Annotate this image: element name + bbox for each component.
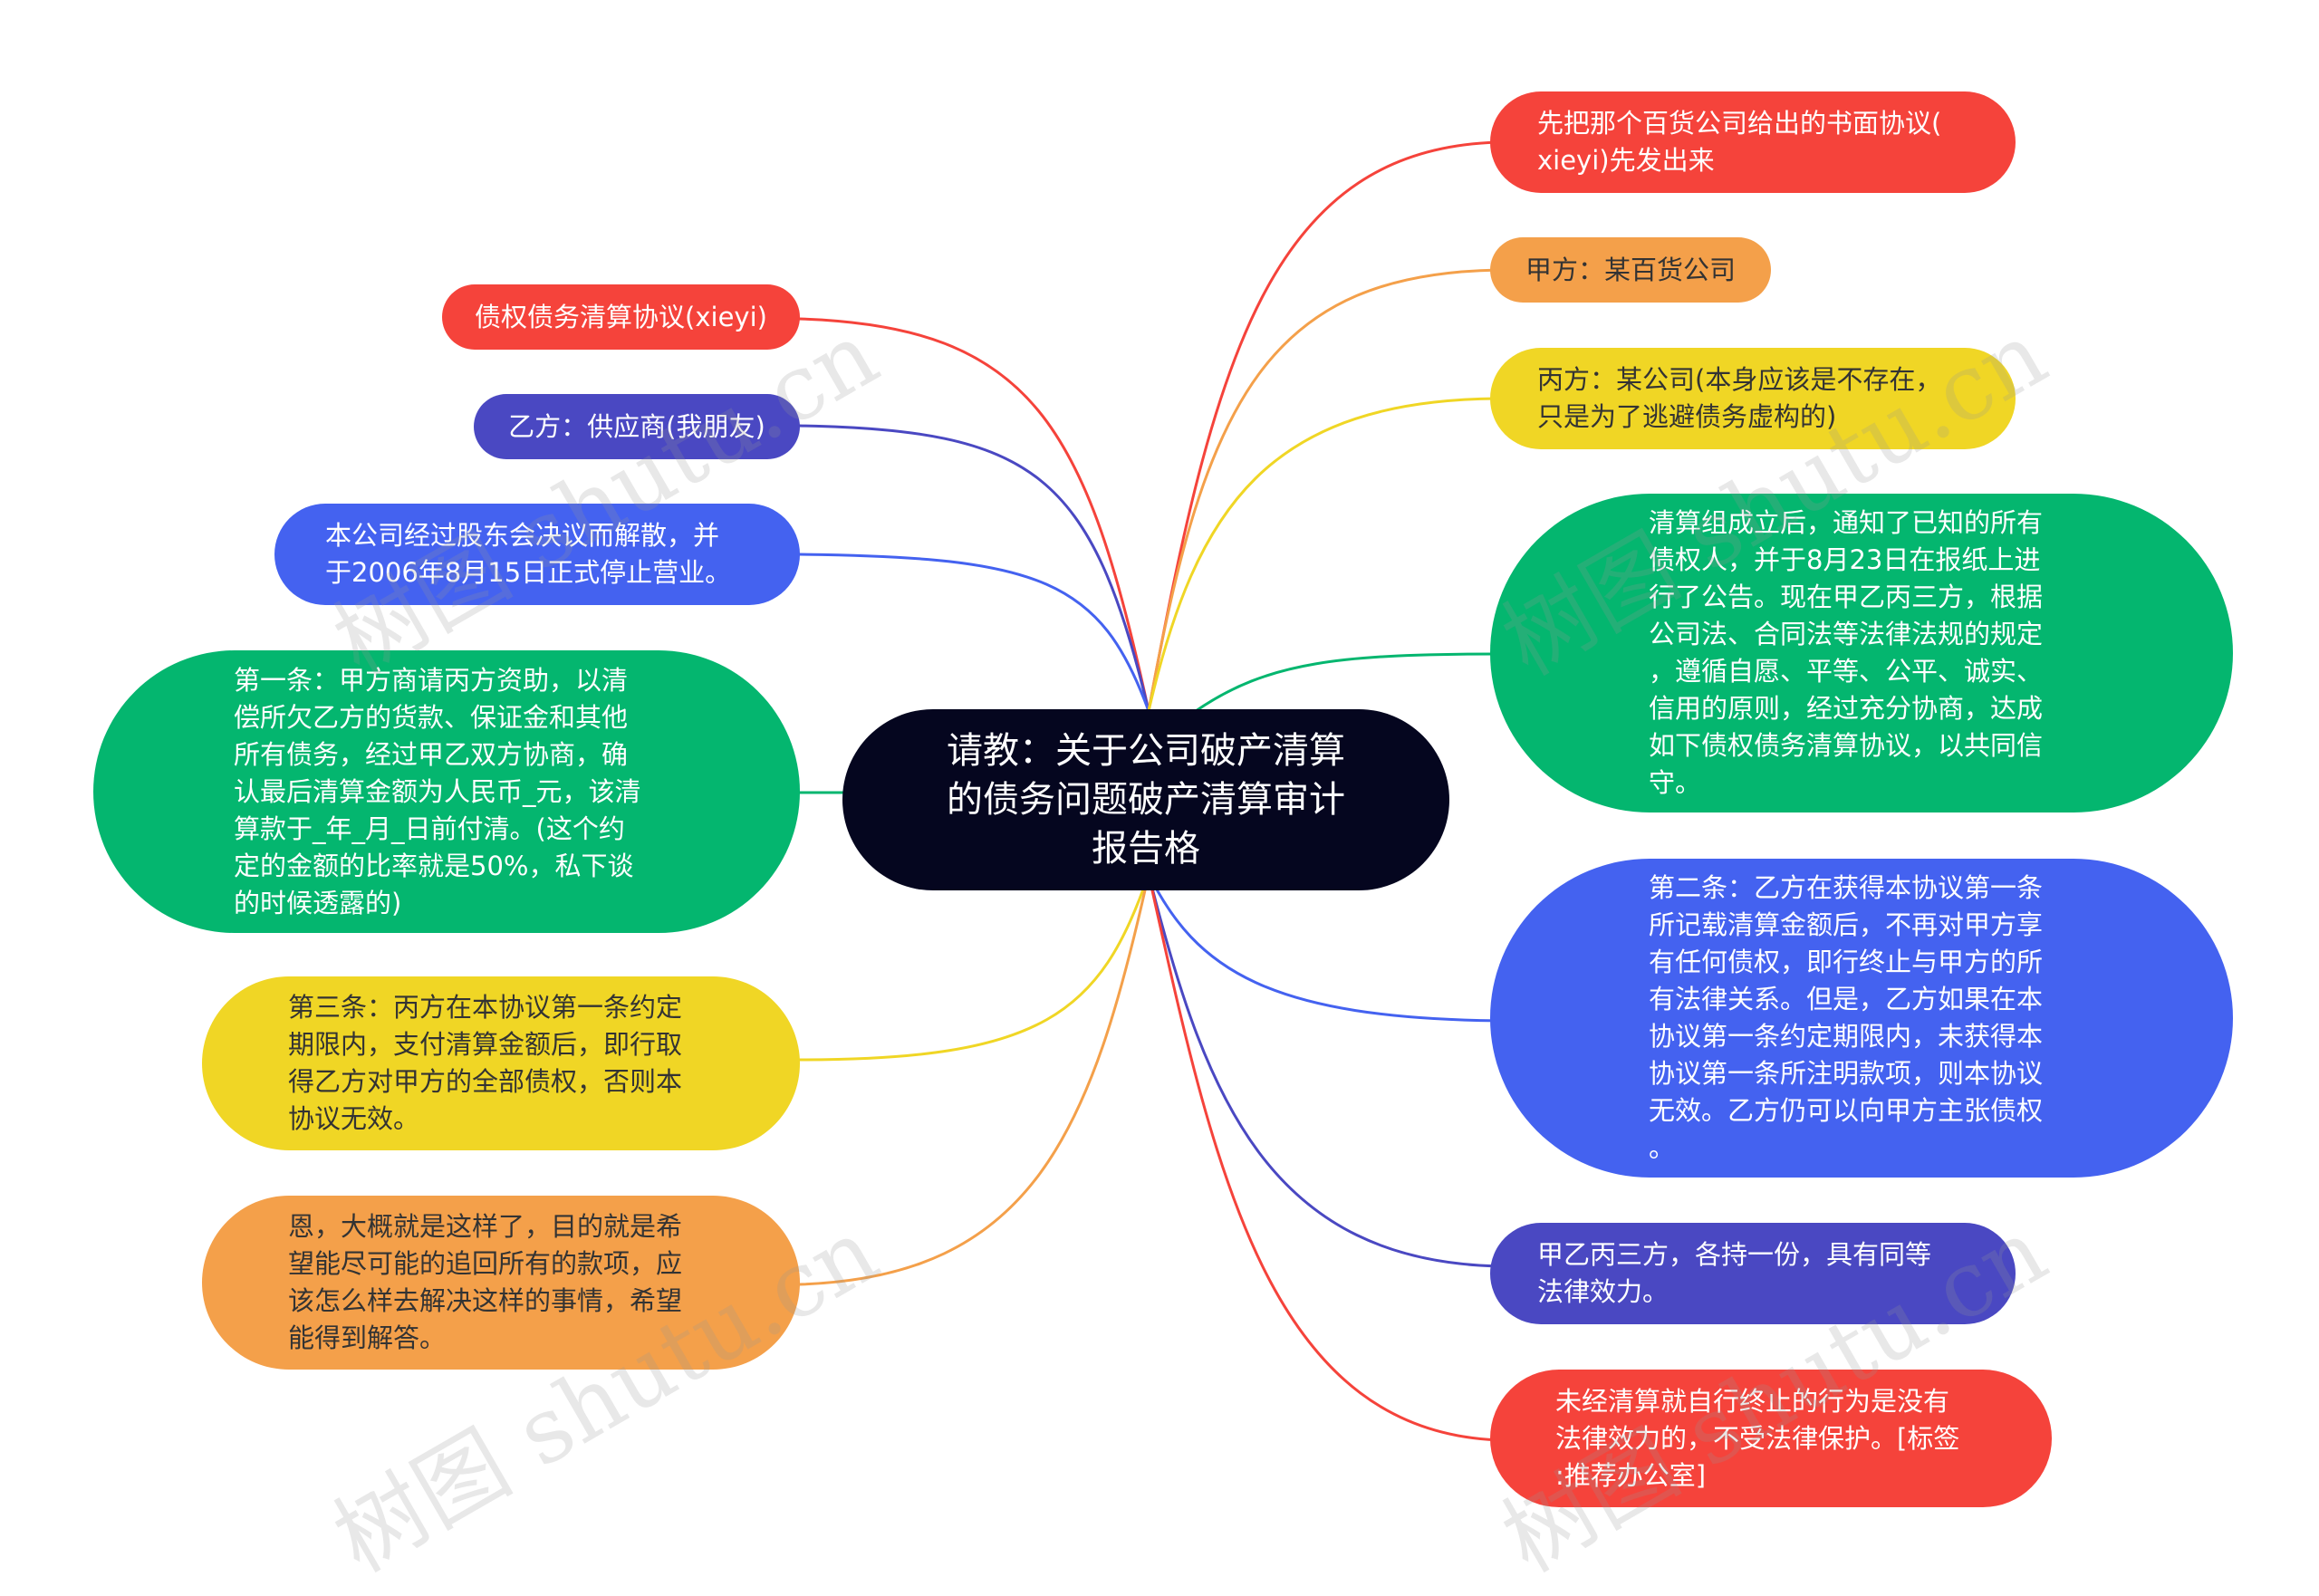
node-article-two-label: 第二条：乙方在获得本协议第一条 所记载清算金额后，不再对甲方享 有任何债权，即行…	[1649, 872, 2044, 1163]
node-copies[interactable]: 甲乙丙三方，各持一份，具有同等 法律效力。	[1490, 1223, 2016, 1324]
link-party-c	[1147, 397, 1505, 712]
node-party-a[interactable]: 甲方：某百货公司	[1490, 237, 1771, 303]
node-copies-label: 甲乙丙三方，各持一份，具有同等 法律效力。	[1537, 1239, 1932, 1307]
node-party-b-label: 乙方：供应商(我朋友)	[508, 410, 765, 442]
node-article-three[interactable]: 第三条：丙方在本协议第一条约定 期限内，支付清算金额后，即行取 得乙方对甲方的全…	[202, 976, 800, 1150]
link-party-a	[1147, 268, 1505, 712]
node-liquidation-group[interactable]: 清算组成立后，通知了已知的所有 债权人，并于8月23日在报纸上进 行了公告。现在…	[1490, 494, 2233, 812]
node-article-two[interactable]: 第二条：乙方在获得本协议第一条 所记载清算金额后，不再对甲方享 有任何债权，即行…	[1490, 859, 2233, 1178]
node-liquidation-group-label: 清算组成立后，通知了已知的所有 债权人，并于8月23日在报纸上进 行了公告。现在…	[1649, 507, 2044, 798]
central-topic[interactable]: 请教：关于公司破产清算 的债务问题破产清算审计 报告格	[842, 709, 1449, 890]
node-article-one[interactable]: 第一条：甲方商请丙方资助，以清 偿所欠乙方的货款、保证金和其他 所有债务，经过甲…	[93, 650, 800, 933]
link-termination-note	[1147, 873, 1505, 1442]
link-article-three	[798, 873, 1150, 1062]
node-article-one-label: 第一条：甲方商请丙方资助，以清 偿所欠乙方的货款、保证金和其他 所有债务，经过甲…	[234, 664, 641, 918]
node-closing-question[interactable]: 恩，大概就是这样了，目的就是希 望能尽可能的追回所有的款项，应 该怎么样去解决这…	[202, 1196, 800, 1370]
node-party-c-label: 丙方：某公司(本身应该是不存在， 只是为了逃避债务虚构的)	[1537, 364, 1942, 432]
node-party-b[interactable]: 乙方：供应商(我朋友)	[474, 394, 800, 459]
node-dissolution-label: 本公司经过股东会决议而解散，并 于2006年8月15日正式停止营业。	[325, 520, 732, 588]
node-closing-question-label: 恩，大概就是这样了，目的就是希 望能尽可能的追回所有的款项，应 该怎么样去解决这…	[288, 1211, 683, 1353]
node-send-agreement-label: 先把那个百货公司给出的书面协议( xieyi)先发出来	[1537, 108, 1942, 176]
node-termination-note-label: 未经清算就自行终止的行为是没有 法律效力的，不受法律保护。[标签 :推荐办公室]	[1555, 1385, 1960, 1491]
link-closing-question	[798, 873, 1150, 1286]
node-claims-agreement[interactable]: 债权债务清算协议(xieyi)	[442, 284, 800, 350]
link-claims-agreement	[798, 317, 1150, 712]
node-dissolution[interactable]: 本公司经过股东会决议而解散，并 于2006年8月15日正式停止营业。	[274, 504, 800, 605]
node-send-agreement[interactable]: 先把那个百货公司给出的书面协议( xieyi)先发出来	[1490, 91, 2016, 193]
link-dissolution	[798, 553, 1150, 712]
link-send-agreement	[1147, 140, 1505, 712]
link-copies	[1147, 873, 1505, 1268]
node-party-a-label: 甲方：某百货公司	[1525, 254, 1736, 285]
node-claims-agreement-label: 债权债务清算协议(xieyi)	[475, 301, 767, 332]
node-article-three-label: 第三条：丙方在本协议第一条约定 期限内，支付清算金额后，即行取 得乙方对甲方的全…	[288, 992, 683, 1134]
node-party-c[interactable]: 丙方：某公司(本身应该是不存在， 只是为了逃避债务虚构的)	[1490, 348, 2016, 449]
link-article-two	[1147, 873, 1505, 1023]
link-liquidation-group	[1195, 652, 1505, 713]
link-party-b	[798, 424, 1150, 712]
node-termination-note[interactable]: 未经清算就自行终止的行为是没有 法律效力的，不受法律保护。[标签 :推荐办公室]	[1490, 1370, 2052, 1507]
central-topic-label: 请教：关于公司破产清算 的债务问题破产清算审计 报告格	[947, 730, 1345, 870]
